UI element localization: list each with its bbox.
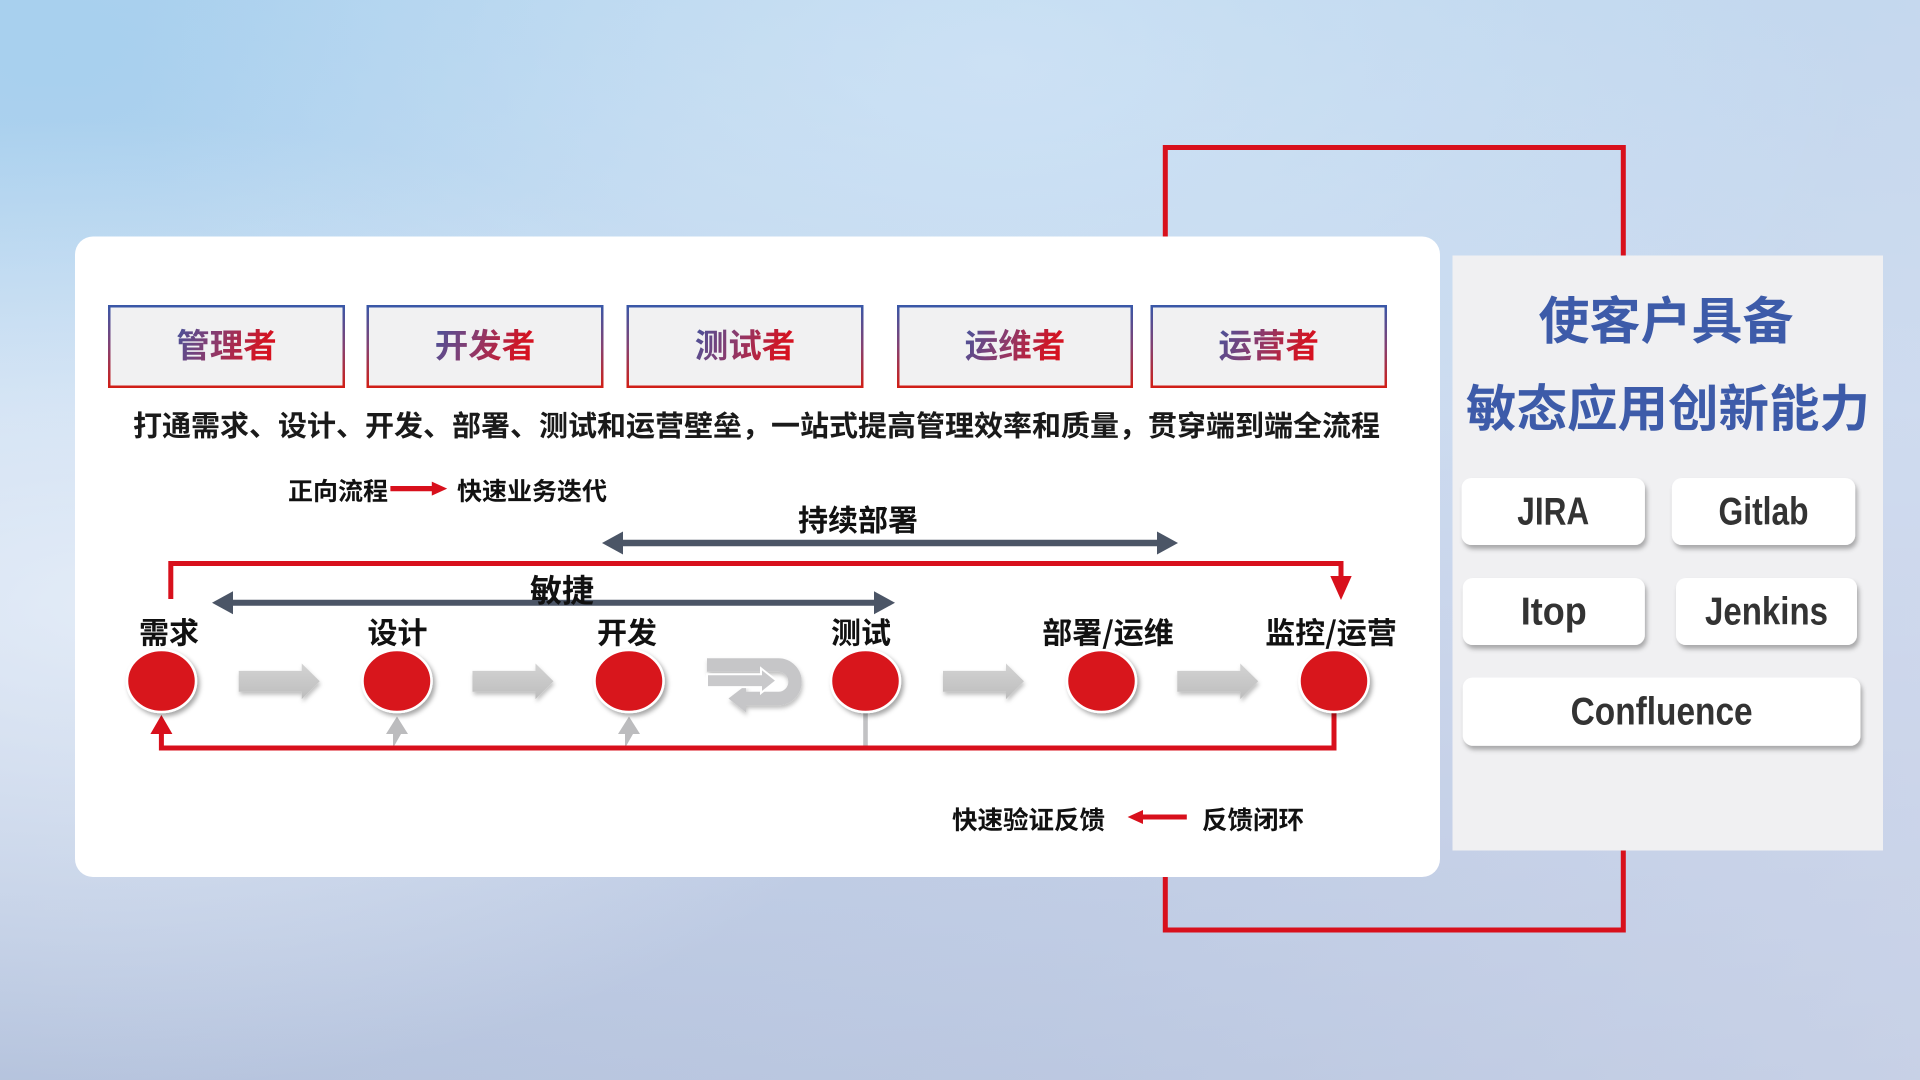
- svg-text:JIRA: JIRA: [1517, 491, 1589, 534]
- svg-text:Jenkins: Jenkins: [1705, 591, 1828, 634]
- svg-text:Confluence: Confluence: [1571, 691, 1753, 734]
- svg-text:Gitlab: Gitlab: [1719, 491, 1809, 534]
- svg-text:Itop: Itop: [1521, 591, 1587, 634]
